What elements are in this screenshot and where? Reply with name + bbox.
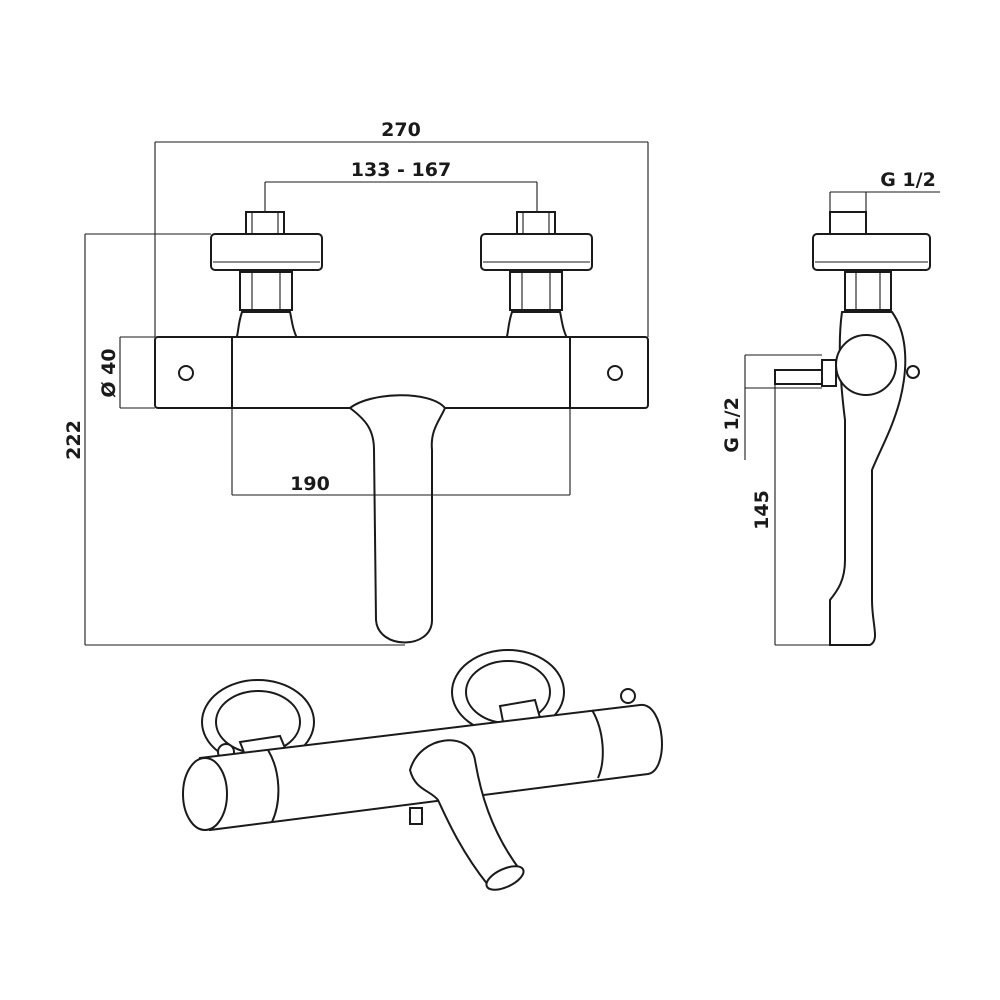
left-connection <box>210 211 323 345</box>
dimension-label-top-thread: G 1/2 <box>880 169 936 191</box>
dimension-270: 270 <box>154 119 649 337</box>
dimension-label-inlet-spacing: 133 - 167 <box>351 159 451 181</box>
dimension-222: 222 <box>63 233 405 646</box>
side-view: G 1/2 G 1/2 145 <box>721 169 940 646</box>
perspective-spout <box>408 739 522 887</box>
dimension-145: 145 <box>751 377 830 646</box>
right-connection <box>480 211 593 345</box>
dimension-label-222: 222 <box>63 420 85 460</box>
dimension-inlet-spacing: 133 - 167 <box>264 159 538 212</box>
front-view: 270 133 - 167 <box>63 119 649 646</box>
dimension-label-outlet-thread: G 1/2 <box>721 397 743 453</box>
side-body <box>829 311 907 646</box>
dimension-label-145: 145 <box>751 490 773 530</box>
dimension-label-diameter: Ø 40 <box>98 348 120 397</box>
dimension-top-thread: G 1/2 <box>829 169 940 212</box>
perspective-view <box>182 649 663 891</box>
dimension-diameter: Ø 40 <box>98 336 155 409</box>
spout <box>348 394 447 644</box>
dimension-label-190: 190 <box>290 473 330 495</box>
dimension-190: 190 <box>231 408 571 496</box>
dimension-label-270: 270 <box>381 119 421 141</box>
dimension-outlet-thread: G 1/2 <box>721 355 746 460</box>
